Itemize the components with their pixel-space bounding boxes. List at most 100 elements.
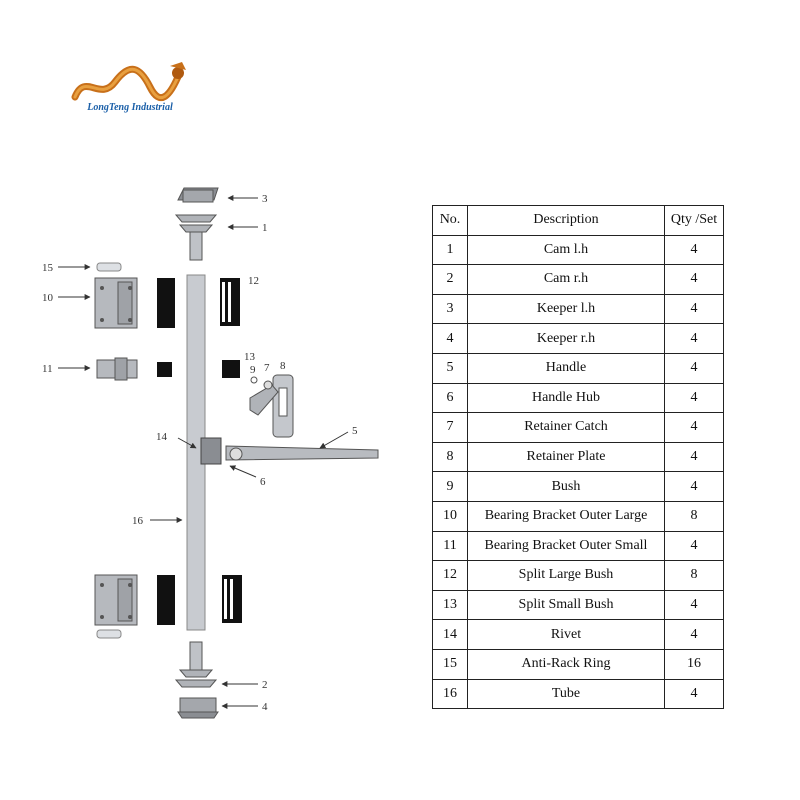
cell-qty: 4	[664, 471, 724, 502]
callout-2: 2	[262, 679, 268, 691]
bearing-bracket-large-part	[94, 277, 138, 329]
cell-description: Cam l.h	[467, 234, 665, 266]
cell-no: 9	[432, 471, 468, 502]
retainer-plate-part	[272, 374, 294, 438]
split-small-bush-part	[157, 360, 240, 378]
bearing-bracket-small-part	[96, 357, 138, 381]
cell-description: Rivet	[467, 619, 665, 650]
callout-16: 16	[132, 515, 144, 527]
callout-7: 7	[264, 362, 270, 374]
bearing-bracket-large-part	[94, 574, 138, 626]
cell-description: Handle	[467, 352, 665, 384]
cell-no: 11	[432, 530, 468, 562]
cell-no: 14	[432, 619, 468, 650]
cell-description: Keeper r.h	[467, 323, 665, 354]
table-header-row: No. Description Qty /Set	[432, 205, 724, 236]
callout-4: 4	[262, 701, 268, 713]
handle-hub-part	[200, 437, 222, 465]
callout-1: 1	[262, 222, 268, 234]
callout-5: 5	[352, 425, 358, 437]
cell-qty: 4	[664, 382, 724, 414]
callout-11: 11	[42, 363, 53, 375]
cell-qty: 16	[664, 648, 724, 680]
cell-no: 12	[432, 560, 468, 591]
cell-no: 16	[432, 678, 468, 710]
callout-10: 10	[42, 292, 54, 304]
callout-8: 8	[280, 360, 286, 372]
cell-qty: 8	[664, 560, 724, 591]
cell-no: 15	[432, 648, 468, 680]
cell-no: 4	[432, 323, 468, 354]
cell-description: Bush	[467, 471, 665, 502]
cell-qty: 4	[664, 678, 724, 710]
cell-qty: 4	[664, 589, 724, 621]
cell-no: 5	[432, 352, 468, 384]
callout-12: 12	[248, 275, 259, 287]
cell-description: Anti-Rack Ring	[467, 648, 665, 680]
cell-description: Bearing Bracket Outer Small	[467, 530, 665, 562]
leader-lines	[58, 195, 349, 709]
header-qty: Qty /Set	[664, 205, 724, 236]
cell-qty: 4	[664, 234, 724, 266]
cell-description: Retainer Catch	[467, 412, 665, 443]
logo-text: LongTeng Industrial	[87, 102, 173, 113]
cell-description: Split Small Bush	[467, 589, 665, 621]
cam-rh-part	[174, 641, 218, 688]
cell-qty: 8	[664, 500, 724, 532]
handle-part	[225, 445, 379, 461]
cell-no: 3	[432, 293, 468, 325]
keeper-rh-part	[177, 697, 219, 719]
cell-no: 2	[432, 264, 468, 295]
cam-lh-part	[174, 214, 218, 261]
retainer-catch-part	[249, 380, 279, 416]
cell-qty: 4	[664, 441, 724, 473]
cell-description: Tube	[467, 678, 665, 710]
cell-no: 10	[432, 500, 468, 532]
anti-rack-ring-part	[96, 629, 122, 639]
exploded-parts-diagram: 3 1 12 15 10 11 13 9 7 8 14 5 6 16 2 4	[42, 187, 379, 719]
cell-no: 7	[432, 412, 468, 443]
cell-qty: 4	[664, 619, 724, 650]
split-large-bush-part	[157, 278, 240, 328]
callout-14: 14	[156, 431, 168, 443]
header-no: No.	[432, 205, 468, 236]
callout-15: 15	[42, 262, 54, 274]
callout-13: 13	[244, 351, 256, 363]
cell-qty: 4	[664, 323, 724, 354]
cell-description: Cam r.h	[467, 264, 665, 295]
cell-qty: 4	[664, 293, 724, 325]
cell-description: Handle Hub	[467, 382, 665, 414]
cell-qty: 4	[664, 264, 724, 295]
cell-no: 6	[432, 382, 468, 414]
company-logo: LongTeng Industrial	[70, 62, 190, 122]
cell-qty: 4	[664, 530, 724, 562]
cell-description: Keeper l.h	[467, 293, 665, 325]
cell-description: Bearing Bracket Outer Large	[467, 500, 665, 532]
split-large-bush-part	[157, 575, 242, 625]
header-description: Description	[467, 205, 665, 236]
callout-6: 6	[260, 476, 266, 488]
cell-qty: 4	[664, 352, 724, 384]
cell-description: Retainer Plate	[467, 441, 665, 473]
cell-no: 8	[432, 441, 468, 473]
bush-part	[250, 376, 258, 384]
anti-rack-ring-part	[96, 262, 122, 272]
cell-description: Split Large Bush	[467, 560, 665, 591]
